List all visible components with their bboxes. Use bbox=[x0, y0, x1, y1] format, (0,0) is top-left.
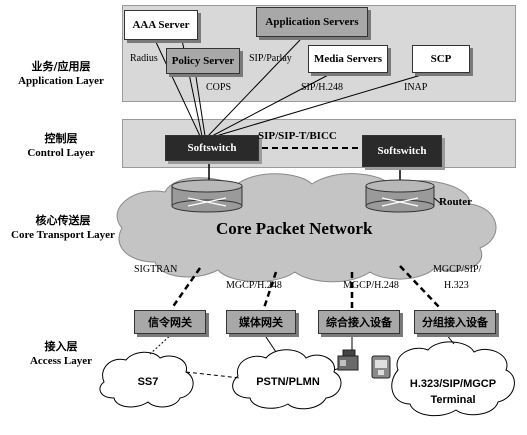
transport-layer-cn: 核心传送层 bbox=[35, 214, 91, 227]
softswitch-right-box: Softswitch bbox=[362, 135, 442, 167]
pstn-cloud bbox=[232, 349, 342, 410]
control-layer-en: Control Layer bbox=[27, 147, 95, 159]
link-policy-softswitch bbox=[195, 76, 206, 137]
application-layer-label: 业务/应用层 Application Layer bbox=[4, 60, 118, 88]
ss7-label: SS7 bbox=[137, 376, 159, 388]
media-servers-box: Media Servers bbox=[308, 45, 388, 73]
link-scp-softswitch bbox=[215, 69, 439, 137]
router-label-pointer bbox=[433, 197, 441, 204]
sip-h248-label: SIP/H.248 bbox=[301, 82, 343, 93]
application-servers-box: Application Servers bbox=[256, 7, 368, 37]
link-core-signaling-gw bbox=[170, 267, 202, 309]
access-layer-en: Access Layer bbox=[29, 355, 92, 367]
integrated-access-device-box: 综合接入设备 bbox=[318, 310, 400, 334]
scp-box: SCP bbox=[412, 45, 470, 73]
aaa-server-box: AAA Server bbox=[124, 10, 198, 40]
terminal-label-line1: H.323/SIP/MGCP bbox=[409, 378, 497, 390]
media-gateway-box: 媒体网关 bbox=[226, 310, 296, 334]
mgcp-h248-label-1: MGCP/H.248 bbox=[226, 280, 282, 291]
control-layer-cn: 控制层 bbox=[44, 132, 78, 145]
h323-label: H.323 bbox=[444, 280, 469, 291]
transport-layer-en: Core Transport Layer bbox=[11, 229, 115, 241]
application-layer-en: Application Layer bbox=[18, 75, 104, 87]
policy-server-box: Policy Server bbox=[166, 48, 240, 74]
link-appservers-softswitch bbox=[207, 39, 301, 137]
softswitch-left-box: Softswitch bbox=[165, 135, 259, 161]
link-media-softswitch bbox=[211, 72, 333, 137]
link-aaa-softswitch bbox=[154, 39, 201, 137]
link-packet-access-terminal bbox=[445, 333, 455, 345]
control-layer-label: 控制层 Control Layer bbox=[4, 132, 118, 160]
link-signaling-gw-ss7 bbox=[149, 333, 173, 355]
core-network-title: Core Packet Network bbox=[216, 219, 373, 238]
transport-layer-label: 核心传送层 Core Transport Layer bbox=[0, 214, 126, 242]
radius-label: Radius bbox=[130, 53, 158, 64]
mgcp-h248-label-2: MGCP/H.248 bbox=[343, 280, 399, 291]
mgcp-sip-label: MGCP/SIP/ bbox=[433, 264, 482, 275]
router-right-icon bbox=[365, 179, 435, 213]
link-media-gw-pstn bbox=[263, 333, 277, 353]
signaling-gateway-box: 信令网关 bbox=[134, 310, 206, 334]
phone-icon bbox=[337, 349, 359, 371]
terminal-cloud bbox=[391, 341, 515, 417]
access-layer-cn: 接入层 bbox=[44, 340, 78, 353]
router-left-icon bbox=[171, 179, 243, 213]
access-layer-label: 接入层 Access Layer bbox=[8, 340, 114, 368]
application-layer-cn: 业务/应用层 bbox=[31, 60, 91, 73]
cops-label: COPS bbox=[206, 82, 232, 93]
sigtran-label: SIGTRAN bbox=[134, 264, 178, 275]
link-ss7-pstn bbox=[185, 371, 241, 379]
packet-access-device-box: 分组接入设备 bbox=[414, 310, 496, 334]
link-core-media-gw bbox=[262, 271, 278, 309]
router-label: Router bbox=[439, 196, 472, 208]
softswitch-link-label: SIP/SIP-T/BICC bbox=[258, 130, 337, 142]
sip-parlay-label: SIP/Parlay bbox=[249, 53, 292, 64]
inap-label: INAP bbox=[404, 82, 428, 93]
ss7-cloud bbox=[99, 351, 194, 408]
terminal-label-line2: Terminal bbox=[430, 394, 476, 406]
pstn-plmn-label: PSTN/PLMN bbox=[256, 376, 320, 388]
computer-icon bbox=[371, 355, 391, 379]
